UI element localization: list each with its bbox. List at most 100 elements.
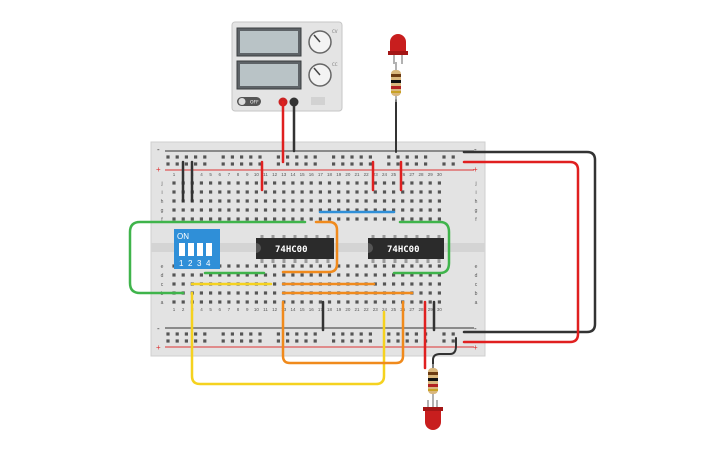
breadboard-hole[interactable]: [332, 162, 336, 166]
switch-2[interactable]: [188, 243, 194, 256]
breadboard-hole[interactable]: [263, 190, 268, 194]
breadboard-hole[interactable]: [291, 273, 295, 277]
breadboard-hole[interactable]: [184, 162, 188, 166]
breadboard-hole[interactable]: [218, 291, 222, 295]
breadboard-hole[interactable]: [359, 339, 363, 343]
breadboard-hole[interactable]: [291, 208, 295, 212]
breadboard-hole[interactable]: [401, 199, 405, 203]
breadboard-hole[interactable]: [332, 155, 336, 159]
breadboard-hole[interactable]: [166, 155, 170, 159]
led-top[interactable]: [388, 34, 408, 64]
breadboard-hole[interactable]: [355, 208, 359, 212]
breadboard-hole[interactable]: [263, 264, 268, 268]
breadboard-hole[interactable]: [373, 300, 377, 304]
breadboard-hole[interactable]: [245, 217, 249, 221]
breadboard-hole[interactable]: [419, 217, 423, 221]
breadboard-hole[interactable]: [392, 282, 396, 286]
breadboard-hole[interactable]: [273, 199, 277, 203]
breadboard-hole[interactable]: [166, 332, 170, 336]
breadboard-hole[interactable]: [419, 208, 423, 212]
breadboard-hole[interactable]: [337, 190, 341, 194]
breadboard-hole[interactable]: [355, 190, 359, 194]
breadboard-hole[interactable]: [327, 181, 332, 185]
chip-2[interactable]: 74HC00: [368, 235, 444, 263]
breadboard-hole[interactable]: [382, 282, 387, 286]
chip-1[interactable]: 74HC00: [256, 235, 334, 263]
breadboard-hole[interactable]: [318, 264, 322, 268]
breadboard-hole[interactable]: [346, 300, 350, 304]
breadboard-hole[interactable]: [221, 332, 225, 336]
breadboard-hole[interactable]: [392, 300, 396, 304]
breadboard-hole[interactable]: [364, 217, 368, 221]
breadboard-hole[interactable]: [194, 332, 198, 336]
switch-3[interactable]: [197, 243, 203, 256]
led-bottom[interactable]: [423, 400, 443, 430]
breadboard-hole[interactable]: [364, 264, 368, 268]
breadboard-hole[interactable]: [172, 300, 176, 304]
breadboard-hole[interactable]: [346, 217, 350, 221]
breadboard-hole[interactable]: [209, 190, 213, 194]
breadboard-hole[interactable]: [401, 217, 405, 221]
breadboard-hole[interactable]: [337, 208, 341, 212]
breadboard-hole[interactable]: [291, 181, 295, 185]
breadboard-hole[interactable]: [199, 208, 203, 212]
breadboard-hole[interactable]: [273, 291, 277, 295]
breadboard-hole[interactable]: [337, 217, 341, 221]
breadboard-hole[interactable]: [392, 199, 396, 203]
switch-4[interactable]: [206, 243, 212, 256]
breadboard-hole[interactable]: [364, 208, 368, 212]
breadboard-hole[interactable]: [428, 199, 432, 203]
breadboard-hole[interactable]: [332, 332, 336, 336]
breadboard-hole[interactable]: [199, 190, 203, 194]
breadboard-hole[interactable]: [227, 217, 231, 221]
breadboard-hole[interactable]: [419, 273, 423, 277]
breadboard-hole[interactable]: [230, 332, 234, 336]
breadboard-hole[interactable]: [263, 291, 268, 295]
breadboard-hole[interactable]: [304, 339, 308, 343]
breadboard-hole[interactable]: [355, 181, 359, 185]
breadboard-hole[interactable]: [341, 162, 345, 166]
breadboard-hole[interactable]: [373, 208, 377, 212]
breadboard-hole[interactable]: [382, 199, 387, 203]
breadboard-hole[interactable]: [382, 190, 387, 194]
breadboard-hole[interactable]: [181, 273, 185, 277]
breadboard-hole[interactable]: [382, 300, 387, 304]
breadboard-hole[interactable]: [172, 208, 176, 212]
breadboard-hole[interactable]: [254, 199, 258, 203]
breadboard-hole[interactable]: [227, 300, 231, 304]
breadboard-hole[interactable]: [313, 162, 317, 166]
breadboard-hole[interactable]: [300, 264, 304, 268]
breadboard-hole[interactable]: [405, 155, 409, 159]
breadboard-hole[interactable]: [249, 339, 253, 343]
breadboard-hole[interactable]: [382, 217, 387, 221]
breadboard-hole[interactable]: [309, 181, 313, 185]
breadboard-hole[interactable]: [282, 190, 286, 194]
breadboard-hole[interactable]: [203, 162, 207, 166]
breadboard-hole[interactable]: [291, 190, 295, 194]
breadboard-hole[interactable]: [442, 162, 446, 166]
breadboard-hole[interactable]: [273, 273, 277, 277]
breadboard-hole[interactable]: [258, 162, 262, 166]
wire-orange-bottom-loop[interactable]: [281, 300, 405, 365]
breadboard-hole[interactable]: [295, 162, 299, 166]
breadboard-hole[interactable]: [410, 264, 414, 268]
breadboard-hole[interactable]: [337, 300, 341, 304]
switch-1[interactable]: [179, 243, 185, 256]
breadboard-hole[interactable]: [190, 273, 194, 277]
breadboard-hole[interactable]: [419, 199, 423, 203]
breadboard-hole[interactable]: [263, 217, 268, 221]
breadboard-hole[interactable]: [236, 300, 240, 304]
breadboard-hole[interactable]: [437, 273, 441, 277]
breadboard-hole[interactable]: [184, 332, 188, 336]
breadboard-hole[interactable]: [291, 199, 295, 203]
breadboard-hole[interactable]: [451, 339, 455, 343]
breadboard-hole[interactable]: [282, 208, 286, 212]
breadboard-hole[interactable]: [373, 264, 377, 268]
breadboard-hole[interactable]: [245, 300, 249, 304]
breadboard-hole[interactable]: [245, 190, 249, 194]
breadboard-hole[interactable]: [291, 217, 295, 221]
breadboard-hole[interactable]: [346, 264, 350, 268]
breadboard-hole[interactable]: [304, 155, 308, 159]
breadboard-hole[interactable]: [300, 199, 304, 203]
breadboard-hole[interactable]: [209, 181, 213, 185]
